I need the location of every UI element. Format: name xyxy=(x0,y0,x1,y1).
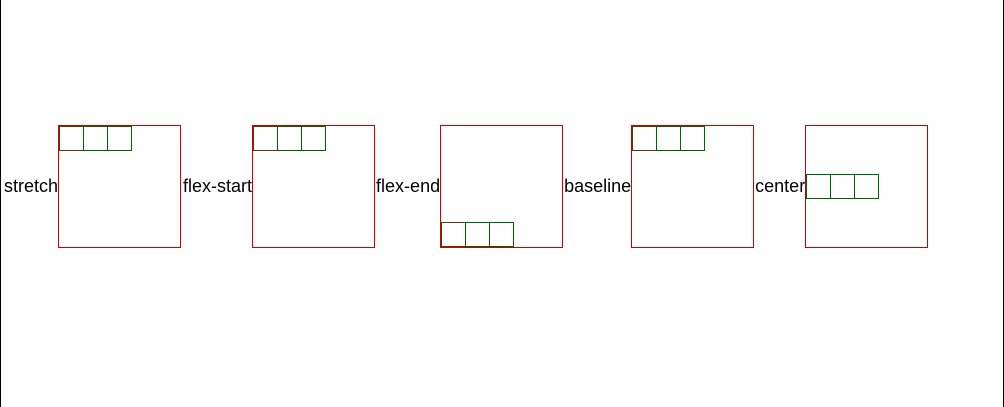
flex-item xyxy=(489,221,515,247)
label-flex-start: flex-start xyxy=(183,176,253,196)
flex-item xyxy=(59,125,85,151)
flex-item xyxy=(253,125,279,151)
flex-item xyxy=(301,125,327,151)
label-flex-end: flex-end xyxy=(376,176,441,196)
left-frame-line xyxy=(0,0,1,407)
container-flex-end xyxy=(440,124,564,248)
flex-item xyxy=(830,173,856,199)
flex-item xyxy=(107,125,133,151)
flex-item xyxy=(277,125,303,151)
flex-item xyxy=(806,173,832,199)
flex-item xyxy=(83,125,109,151)
flex-item xyxy=(441,221,467,247)
label-center: center xyxy=(755,176,806,196)
flex-item xyxy=(656,125,682,151)
label-stretch: stretch xyxy=(4,176,59,196)
flex-item xyxy=(680,125,706,151)
container-baseline xyxy=(631,124,755,248)
flex-item xyxy=(854,173,880,199)
container-center xyxy=(805,124,929,248)
container-flex-start xyxy=(252,124,376,248)
label-baseline: baseline xyxy=(564,176,632,196)
container-stretch xyxy=(58,124,182,248)
flex-alignment-row: stretch flex-start flex-end baseline cen… xyxy=(4,124,929,248)
flex-item xyxy=(632,125,658,151)
flex-item xyxy=(465,221,491,247)
